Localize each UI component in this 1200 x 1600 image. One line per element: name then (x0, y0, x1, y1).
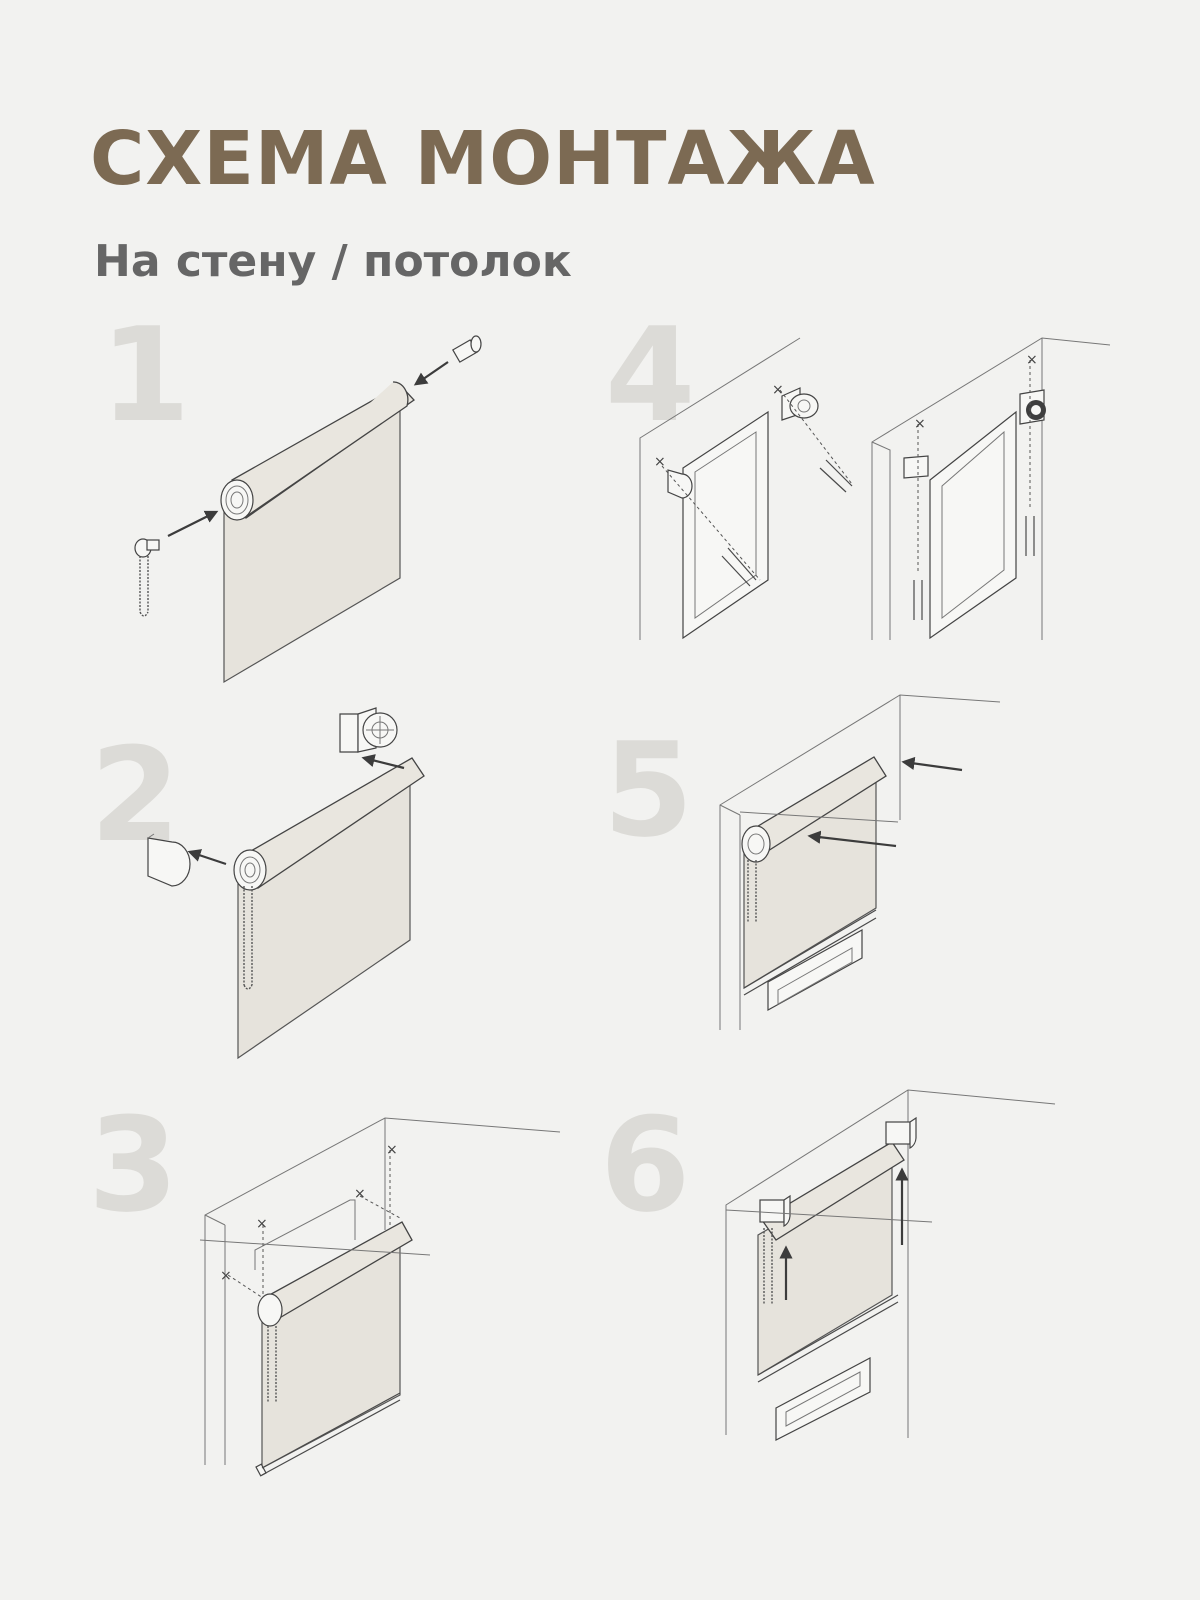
bracket-icon (904, 456, 928, 478)
chain-bracket-icon (1020, 390, 1046, 424)
roller-end (742, 826, 770, 862)
mark-icon: × (220, 1268, 232, 1284)
arrow-icon (416, 362, 448, 384)
step-3-illustration: × × × × (200, 1118, 560, 1476)
roller-end (234, 850, 266, 890)
step-4-illustration: × × × × (640, 338, 1110, 640)
arrow-icon (364, 758, 404, 768)
end-cap-icon (148, 834, 190, 886)
step-1-illustration (135, 336, 481, 682)
chain-mechanism-icon (135, 539, 159, 616)
cover-cap-icon (886, 1118, 916, 1148)
mark-icon: × (354, 1186, 366, 1202)
mark-icon: × (386, 1142, 398, 1158)
step-2-illustration (148, 708, 424, 1058)
step-5-illustration (720, 695, 1000, 1030)
step-6-illustration (726, 1090, 1055, 1440)
svg-text:×: × (1026, 352, 1038, 368)
mark-icon: × (256, 1216, 268, 1232)
cover-cap-icon (760, 1196, 790, 1226)
arrow-icon (190, 852, 226, 864)
svg-text:×: × (772, 382, 784, 398)
chain-bracket-icon (782, 388, 818, 420)
arrow-icon (904, 762, 962, 770)
svg-text:×: × (654, 454, 666, 470)
end-plug-icon (453, 336, 481, 362)
window-frame (683, 412, 768, 638)
chain-bracket-icon (340, 708, 397, 752)
roller-end (258, 1294, 282, 1326)
arrow-icon (168, 512, 216, 536)
svg-text:×: × (914, 416, 926, 432)
window-frame (930, 412, 1016, 638)
